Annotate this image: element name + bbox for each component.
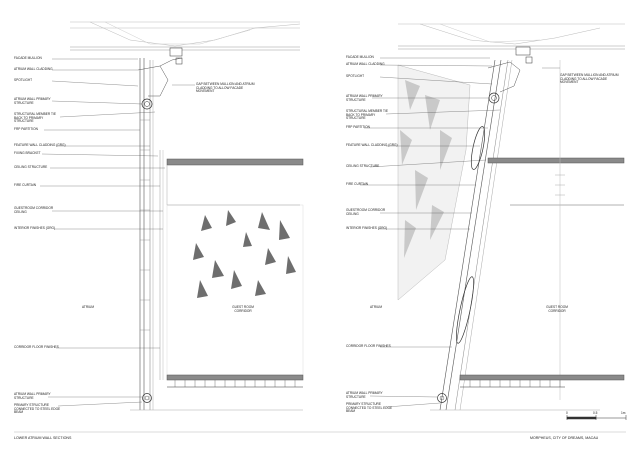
left-annotation-gap: GAP BETWEEN MULLION AND ATRIUM CLADDING … <box>196 82 255 94</box>
left-sheet-title: LOWER ATRIUM WALL SECTIONS <box>14 436 72 440</box>
right-label-fire-curtain: FIRE CURTAIN <box>346 182 369 186</box>
left-label-tie-back: STRUCTURAL MEMBER TIE BACK TO PRIMARY ST… <box>14 112 56 124</box>
right-section <box>360 23 625 411</box>
left-label-fixing-bracket: FIXING BRACKET <box>14 151 41 155</box>
right-label-spotlight: SPOTLIGHT <box>346 74 365 78</box>
scale-tick-half: 0.5 <box>593 411 598 415</box>
left-label-floor-finishes: CORRIDOR FLOOR FINISHES <box>14 345 59 349</box>
right-label-interior-finishes: INTERIOR FINISHES (GRG) <box>346 226 388 230</box>
right-room-atrium: ATRIUM <box>370 305 382 309</box>
left-label-spotlight: SPOTLIGHT <box>14 78 33 82</box>
scale-tick-0: 0 <box>566 411 568 415</box>
right-label-steel-edge-beam: PRIMARY STRUCTURE CONNECTED TO STEEL EDG… <box>346 402 393 414</box>
right-label-facade-mullion: FACADE MULLION <box>346 55 374 59</box>
left-label-atrium-wall-cladding: ATRIUM WALL CLADDING <box>14 67 53 71</box>
left-label-primary-structure: ATRIUM WALL PRIMARY STRUCTURE <box>14 97 51 105</box>
left-room-corridor: GUEST ROOM CORRIDOR <box>232 305 254 313</box>
left-label-facade-mullion: FACADE MULLION <box>14 56 42 60</box>
left-label-interior-finishes: INTERIOR FINISHES (GRG) <box>14 226 56 230</box>
left-room-atrium: ATRIUM <box>82 305 94 309</box>
left-label-steel-edge-beam: PRIMARY STRUCTURE CONNECTED TO STEEL EDG… <box>14 403 61 415</box>
right-annotation-gap: GAP BETWEEN MULLION AND ATRIUM CLADDING … <box>560 73 619 85</box>
left-section <box>40 21 304 411</box>
right-label-frp-partition: FRP PARTITION <box>346 125 370 129</box>
right-label-floor-finishes: CORRIDOR FLOOR FINISHES <box>346 344 391 348</box>
right-label-primary-structure-lower: ATRIUM WALL PRIMARY STRUCTURE <box>346 391 383 399</box>
left-label-feature-wall-cladding: FEATURE WALL CLADDING (GRG) <box>14 143 66 147</box>
right-label-feature-wall-cladding: FEATURE WALL CLADDING (GRG) <box>346 143 398 147</box>
left-label-primary-structure-lower: ATRIUM WALL PRIMARY STRUCTURE <box>14 392 51 400</box>
right-label-tie-back: STRUCTURAL MEMBER TIE BACK TO PRIMARY ST… <box>346 109 388 121</box>
right-label-ceiling-structure: CEILING STRUCTURE <box>346 164 380 168</box>
left-label-ceiling-structure: CEILING STRUCTURE <box>14 165 48 169</box>
left-label-frp-partition: FRP PARTITION <box>14 127 38 131</box>
scale-bar <box>566 415 627 420</box>
scale-tick-1m: 1m <box>621 411 626 415</box>
right-label-primary-structure: ATRIUM WALL PRIMARY STRUCTURE <box>346 94 383 102</box>
right-sheet-title: MORPHEUS, CITY OF DREAMS, MACAU <box>530 436 599 440</box>
left-label-fire-curtain: FIRE CURTAIN <box>14 183 37 187</box>
right-room-corridor: GUEST ROOM CORRIDOR <box>546 305 568 313</box>
right-label-atrium-wall-cladding: ATRIUM WALL CLADDING <box>346 62 385 66</box>
left-label-corridor-ceiling: GUESTROOM CORRIDOR CEILING <box>14 206 54 214</box>
right-label-corridor-ceiling: GUESTROOM CORRIDOR CEILING <box>346 208 386 216</box>
